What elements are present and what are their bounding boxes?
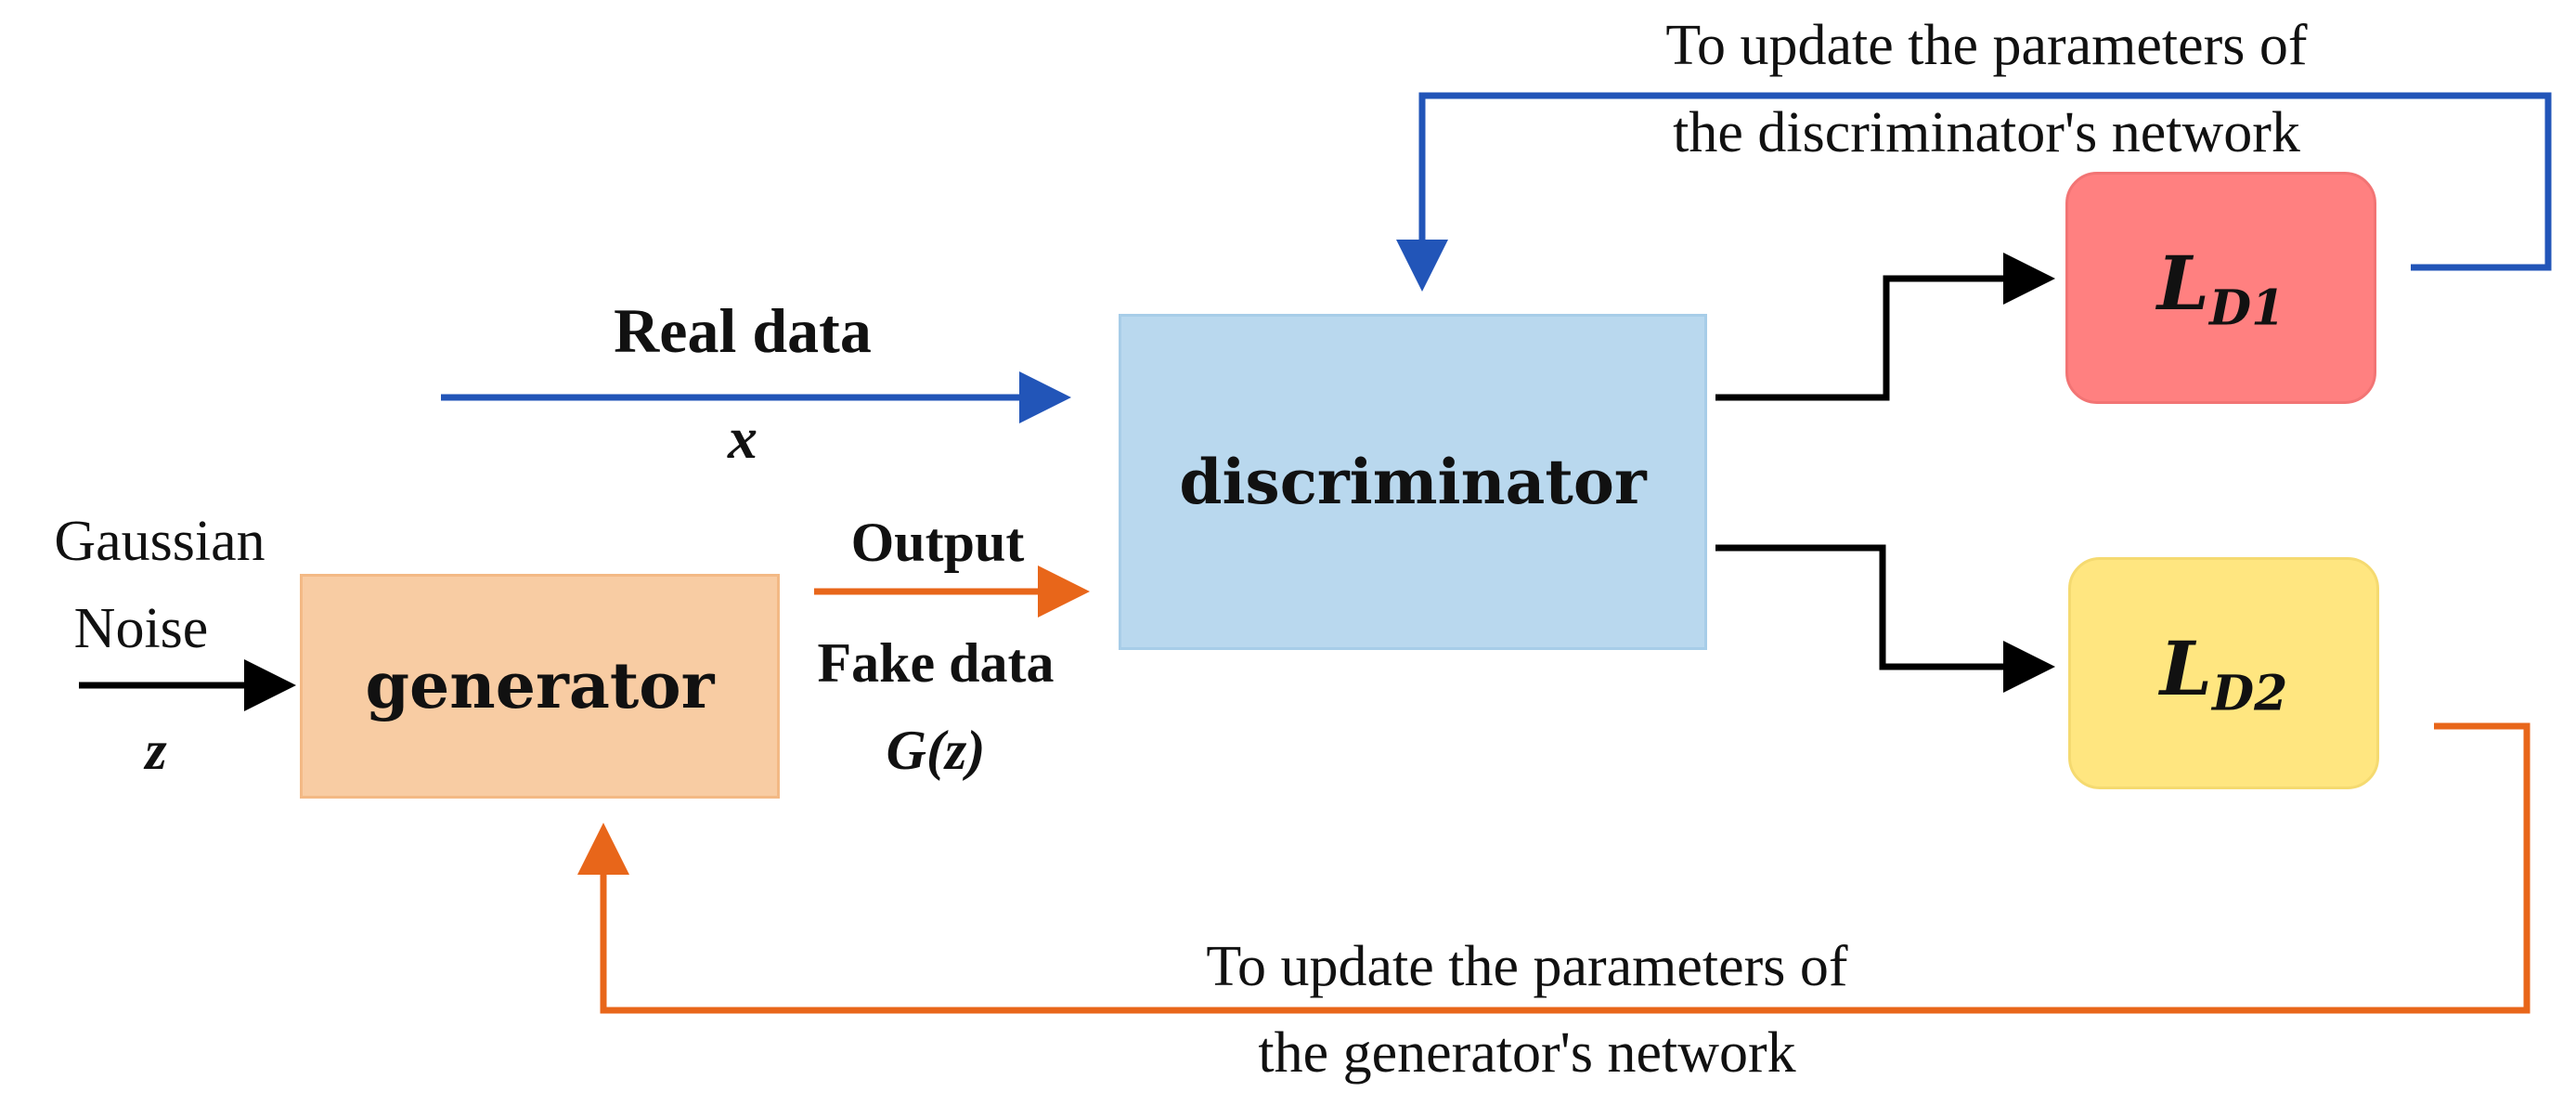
fake-data-label: Fake data: [817, 632, 1055, 694]
noise-label-line2: Noise: [73, 597, 209, 660]
gen-update-label-line2: the generator's network: [1258, 1021, 1796, 1085]
loss-ld2-block: LD2: [2068, 557, 2379, 789]
loss-ld1-label: LD1: [2156, 239, 2285, 337]
disc-update-label-line1: To update the parameters of: [1665, 14, 2308, 77]
noise-label-line1: Gaussian: [54, 510, 265, 573]
discriminator-block: discriminator: [1119, 314, 1707, 650]
noise-symbol: z: [145, 720, 167, 781]
gen-update-label-line1: To update the parameters of: [1206, 935, 1848, 998]
output-label: Output: [850, 512, 1025, 573]
discriminator-label: discriminator: [1179, 446, 1647, 518]
loss-ld1-block: LD1: [2065, 172, 2376, 404]
disc-to-ld1-arrow: [1715, 253, 2055, 401]
ld2-feedback-arrow: [577, 722, 2531, 1014]
disc-to-ld2-arrow: [1715, 544, 2055, 693]
real-data-label: Real data: [614, 295, 872, 366]
ld1-feedback-arrow: [1396, 92, 2552, 292]
generator-label: generator: [365, 649, 715, 723]
real-data-symbol: x: [728, 405, 757, 471]
disc-update-label-line2: the discriminator's network: [1673, 101, 2300, 164]
generator-block: generator: [300, 574, 780, 799]
fake-data-symbol: G(z): [886, 720, 986, 781]
loss-ld2-label: LD2: [2159, 624, 2288, 722]
